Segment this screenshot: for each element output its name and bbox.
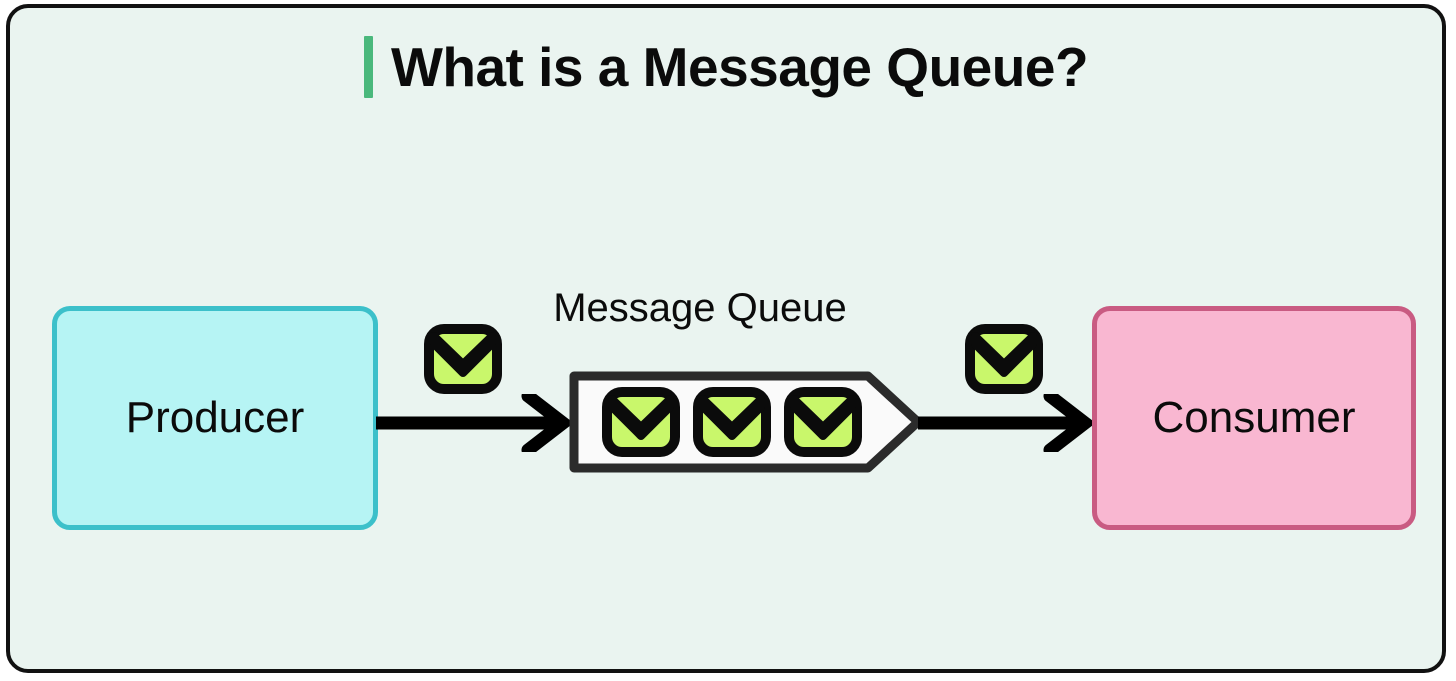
consumer-node[interactable]: Consumer (1092, 306, 1416, 530)
producer-to-queue-arrow (376, 394, 576, 452)
in-flight-message-consumer (965, 324, 1043, 394)
message-queue-flow-diagram: Producer Message Queue (10, 8, 1442, 669)
queued-messages (602, 387, 862, 457)
envelope-icon (693, 387, 771, 457)
page-title: What is a Message Queue? (10, 36, 1442, 98)
queue-to-consumer-arrow (918, 394, 1098, 452)
envelope-icon (424, 324, 502, 394)
in-flight-message-producer (424, 324, 502, 394)
producer-label: Producer (125, 393, 305, 442)
envelope-icon (602, 387, 680, 457)
queue-label: Message Queue (553, 286, 847, 330)
producer-node[interactable]: Producer (52, 306, 378, 530)
consumer-label: Consumer (1152, 393, 1356, 442)
diagram-canvas: What is a Message Queue? Producer Messag… (6, 4, 1446, 673)
title-accent-bar (363, 36, 373, 98)
envelope-icon (784, 387, 862, 457)
envelope-icon (965, 324, 1043, 394)
page-title-text: What is a Message Queue? (390, 35, 1089, 98)
